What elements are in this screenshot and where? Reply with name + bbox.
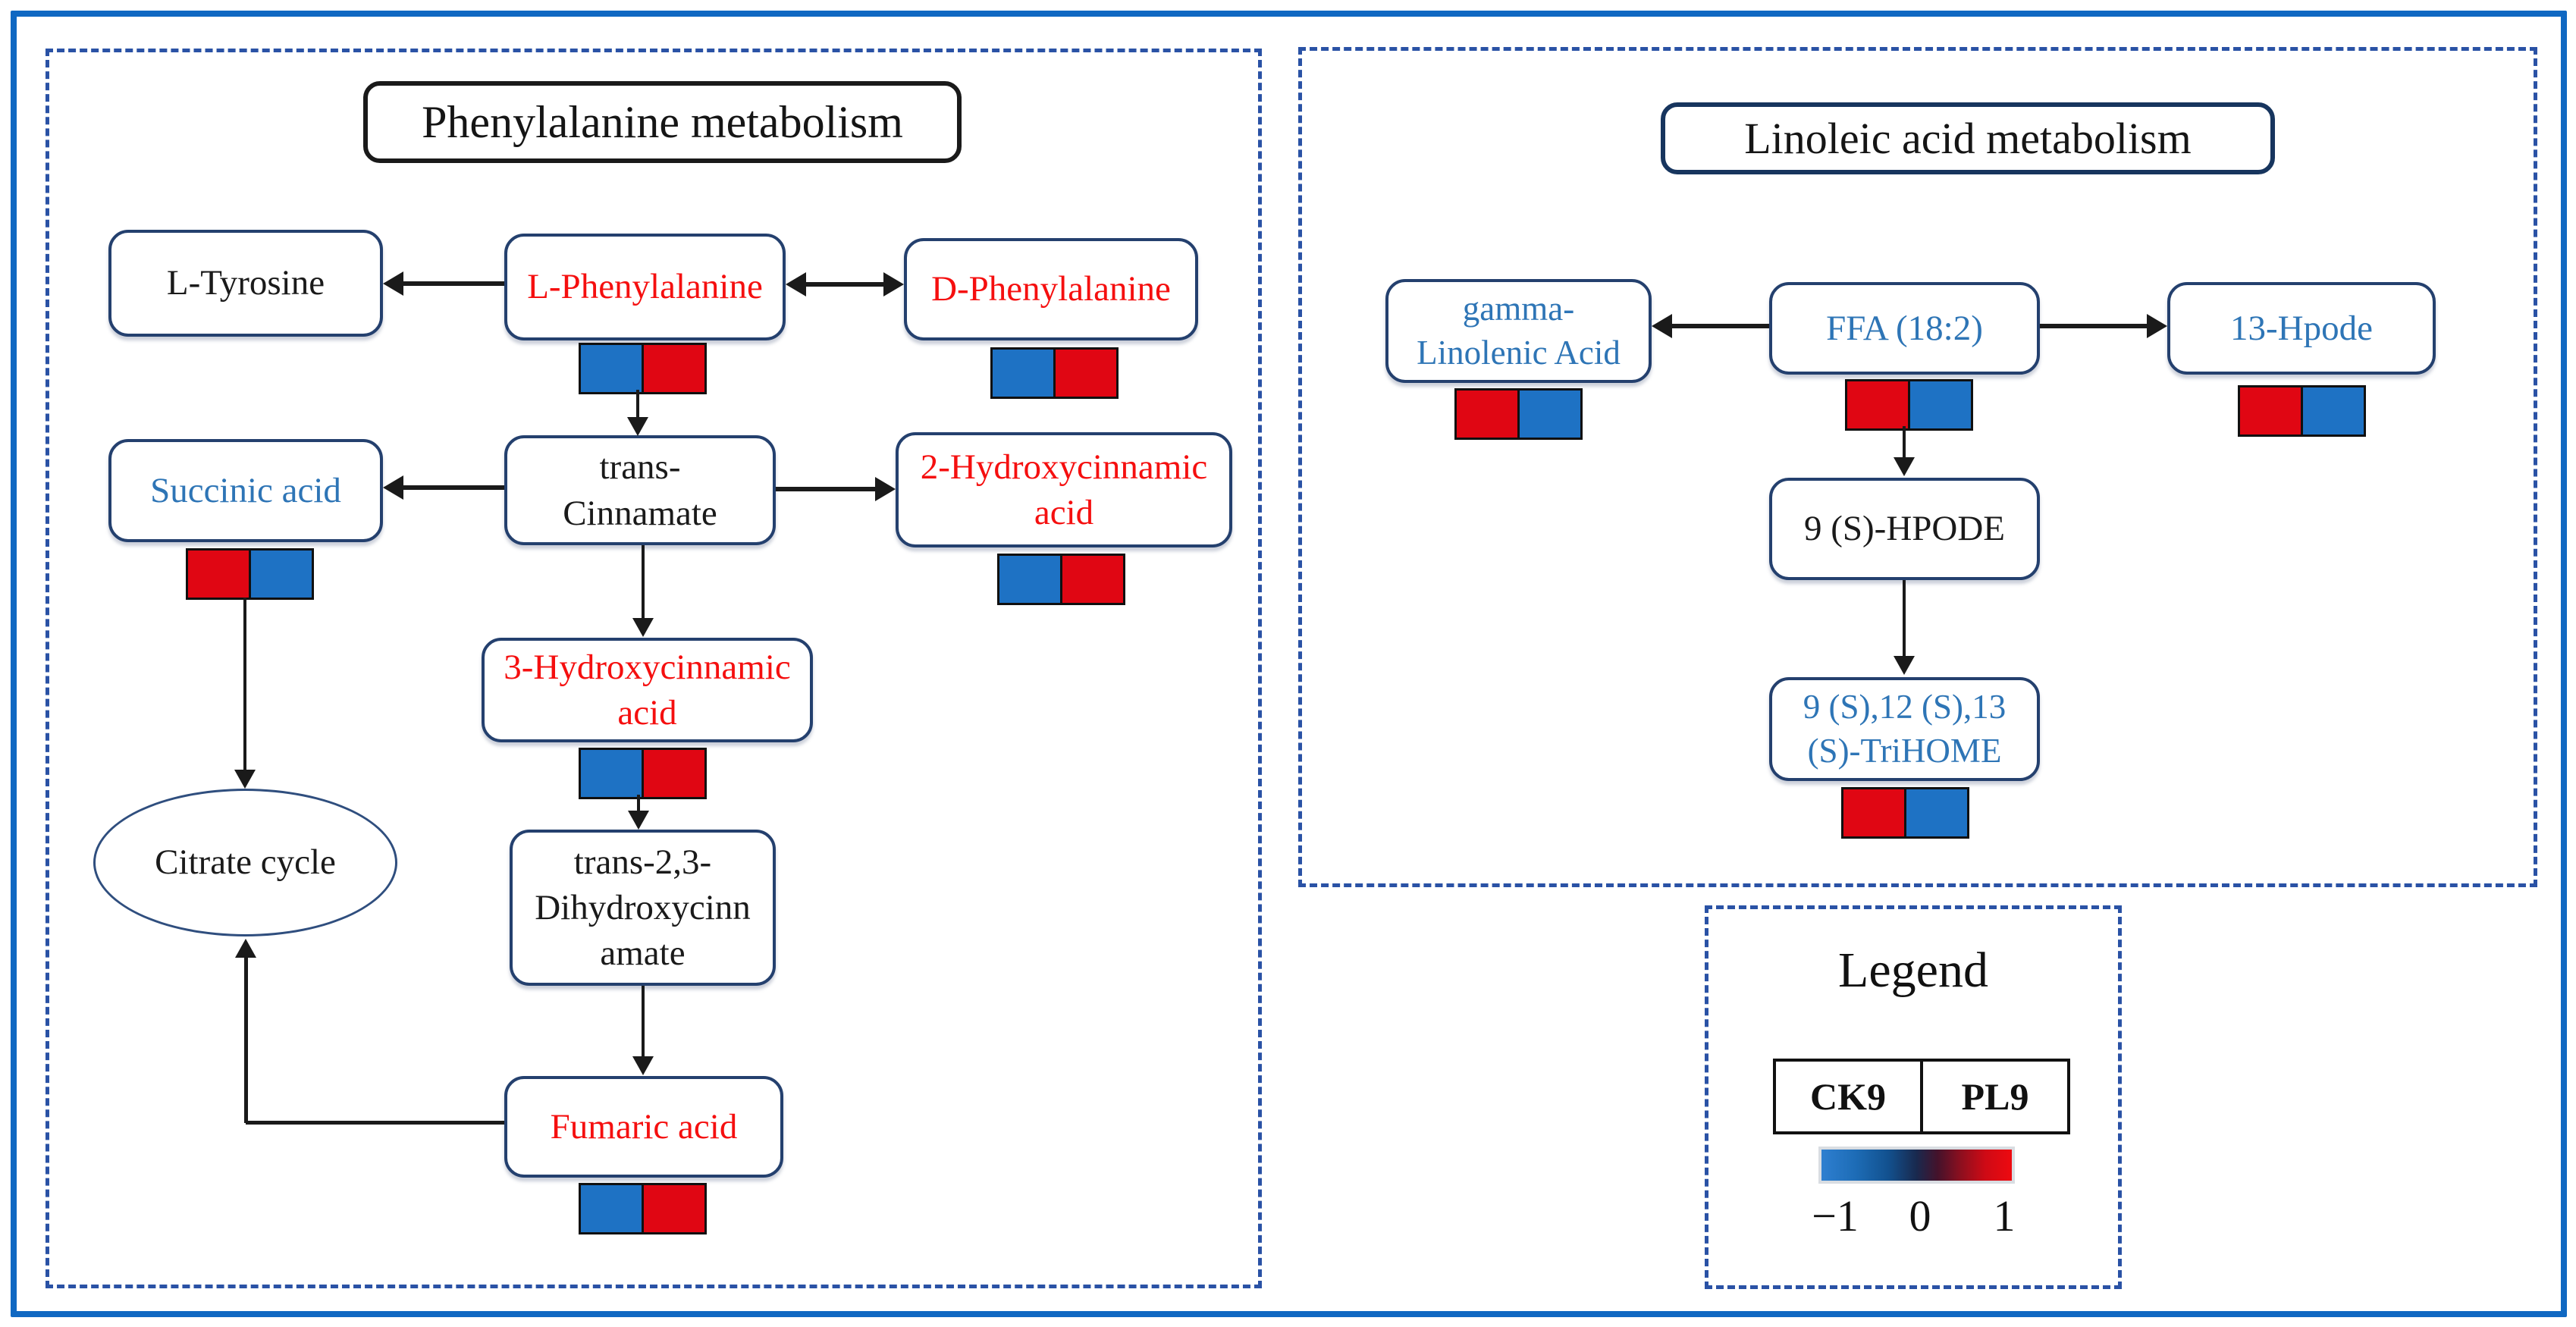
node-succinic-acid-label: Succinic acid (150, 470, 341, 510)
heatmap-cell-heat_red (642, 748, 707, 799)
node-trans-dihydroxycinnamate: trans-2,3- Dihydroxycinn amate (510, 830, 776, 986)
node-citrate-cycle-label: Citrate cycle (155, 842, 336, 883)
legend-col-pl9: PL9 (1961, 1075, 2029, 1118)
heatmap-cell-heat_blue (579, 343, 644, 394)
heatmap-fumaric-acid (579, 1183, 707, 1234)
node-2-hydroxycinnamic-line2: acid (1034, 493, 1094, 532)
node-trans-cinnamate-line1: trans- (599, 447, 681, 488)
heatmap-cell-heat_blue (1904, 787, 1969, 839)
heatmap-cell-heat_blue (2301, 385, 2366, 437)
outer-border (11, 11, 2567, 1317)
legend-scale-mid: 0 (1909, 1191, 1931, 1241)
heatmap-cell-heat_red (1845, 379, 1910, 431)
node-gamma-linolenic-line2: Linolenic Acid (1417, 333, 1621, 372)
node-2-hydroxycinnamic-acid: 2-Hydroxycinnamic acid (896, 432, 1232, 547)
node-succinic-acid: Succinic acid (108, 439, 383, 542)
linoleic-panel-border (1298, 47, 2537, 887)
heatmap-13-hpode (2238, 385, 2366, 437)
heatmap-cell-heat_blue (579, 1183, 644, 1234)
node-l-tyrosine: L-Tyrosine (108, 230, 383, 337)
node-dihydroxycinnamate-line3: amate (600, 933, 686, 974)
heatmap-gamma-linolenic (1454, 388, 1583, 440)
heatmap-cell-heat_red (1454, 388, 1520, 440)
heatmap-succinic-acid (186, 548, 314, 600)
heatmap-d-phenylalanine (990, 347, 1119, 399)
heatmap-trihome (1841, 787, 1969, 839)
legend-scale-max: 1 (1993, 1191, 2016, 1241)
heatmap-2-hydroxycinnamic (997, 554, 1125, 605)
node-trihome-line2: (S)-TriHOME (1807, 731, 2002, 770)
node-2-hydroxycinnamic-line1: 2-Hydroxycinnamic (920, 447, 1208, 487)
node-ffa-label: FFA (18:2) (1826, 308, 1983, 348)
node-trihome: 9 (S),12 (S),13 (S)-TriHOME (1769, 677, 2040, 781)
node-9s-hpode: 9 (S)-HPODE (1769, 478, 2040, 580)
phenylalanine-panel-border (45, 49, 1262, 1288)
node-l-phenylalanine-label: L-Phenylalanine (527, 267, 763, 307)
heatmap-cell-heat_red (1841, 787, 1906, 839)
node-13-hpode-label: 13-Hpode (2230, 308, 2373, 348)
node-dihydroxycinnamate-line1: trans-2,3- (573, 842, 712, 882)
linoleic-panel-title: Linoleic acid metabolism (1661, 102, 2275, 174)
node-l-phenylalanine: L-Phenylalanine (504, 234, 786, 340)
node-d-phenylalanine-label: D-Phenylalanine (931, 269, 1171, 309)
legend-panel-border (1705, 905, 2122, 1289)
node-dihydroxycinnamate-line2: Dihydroxycinn (535, 887, 751, 927)
node-fumaric-acid: Fumaric acid (504, 1076, 783, 1178)
node-ffa-18-2: FFA (18:2) (1769, 282, 2040, 375)
node-trans-cinnamate: trans- Cinnamate (504, 435, 776, 545)
node-3-hydroxycinnamic-line1: 3-Hydroxycinnamic (504, 647, 791, 687)
heatmap-cell-heat_blue (1908, 379, 1973, 431)
heatmap-cell-heat_blue (990, 347, 1056, 399)
heatmap-cell-heat_red (1060, 554, 1125, 605)
legend-title: Legend (1705, 942, 2122, 999)
heatmap-ffa (1845, 379, 1973, 431)
heatmap-cell-heat_blue (579, 748, 644, 799)
node-9s-hpode-label: 9 (S)-HPODE (1803, 509, 2006, 549)
heatmap-cell-heat_blue (997, 554, 1062, 605)
phenylalanine-panel-title: Phenylalanine metabolism (363, 81, 962, 163)
heatmap-cell-heat_blue (1517, 388, 1583, 440)
node-citrate-cycle: Citrate cycle (93, 789, 397, 936)
legend-scale-min: −1 (1812, 1191, 1859, 1241)
heatmap-cell-heat_red (642, 1183, 707, 1234)
node-3-hydroxycinnamic-acid: 3-Hydroxycinnamic acid (482, 638, 813, 742)
node-trihome-line1: 9 (S),12 (S),13 (1803, 687, 2007, 726)
heatmap-l-phenylalanine (579, 343, 707, 394)
node-l-tyrosine-label: L-Tyrosine (166, 263, 325, 303)
heatmap-cell-heat_red (186, 548, 251, 600)
heatmap-3-hydroxycinnamic (579, 748, 707, 799)
linoleic-title-label: Linoleic acid metabolism (1744, 114, 2192, 163)
phenylalanine-title-label: Phenylalanine metabolism (422, 96, 903, 147)
heatmap-cell-heat_red (2238, 385, 2303, 437)
node-13-hpode: 13-Hpode (2167, 282, 2436, 375)
node-gamma-linolenic: gamma- Linolenic Acid (1385, 279, 1652, 383)
node-fumaric-acid-label: Fumaric acid (550, 1106, 738, 1147)
legend-col-ck9: CK9 (1776, 1062, 1923, 1131)
node-trans-cinnamate-line2: Cinnamate (563, 493, 717, 533)
legend-sample-table: CK9 PL9 (1773, 1059, 2070, 1134)
node-3-hydroxycinnamic-line2: acid (617, 693, 677, 733)
heatmap-cell-heat_blue (249, 548, 314, 600)
legend-title-label: Legend (1838, 943, 1988, 998)
heatmap-cell-heat_red (642, 343, 707, 394)
node-d-phenylalanine: D-Phenylalanine (904, 238, 1198, 340)
legend-color-scale (1818, 1147, 2015, 1184)
node-gamma-linolenic-line1: gamma- (1462, 289, 1575, 328)
heatmap-cell-heat_red (1053, 347, 1119, 399)
